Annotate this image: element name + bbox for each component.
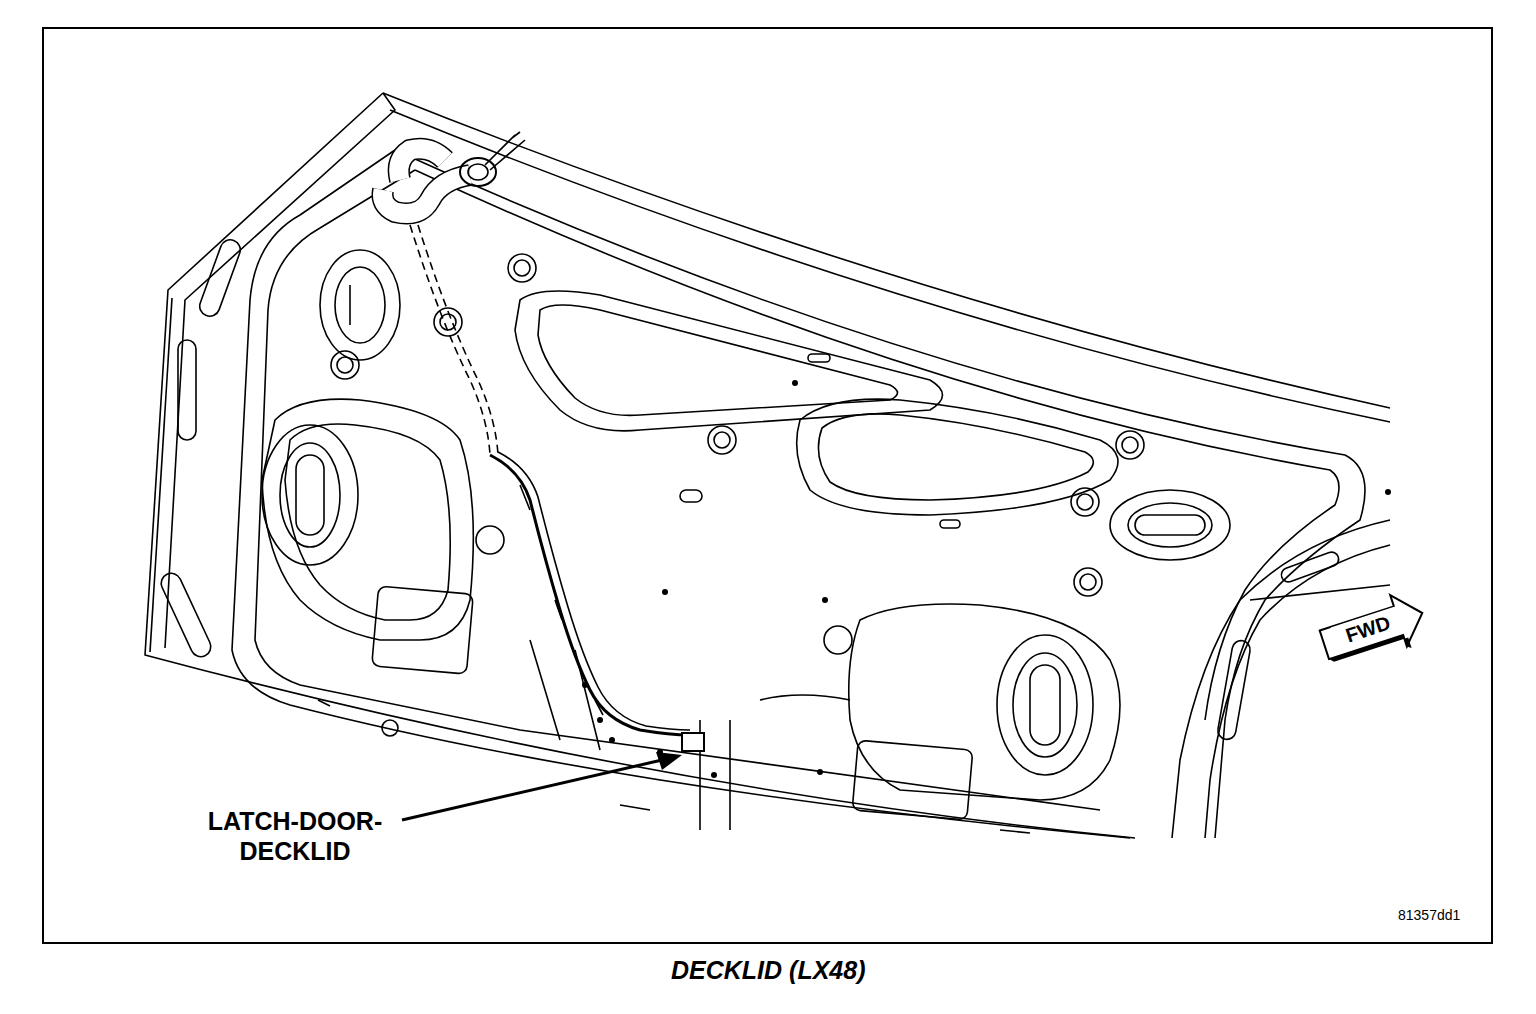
direction-label: FWD (1331, 606, 1406, 652)
small-holes (582, 380, 1391, 778)
decklid-outline (145, 93, 1390, 838)
wire-harness (383, 132, 705, 751)
leader-arrow (402, 752, 682, 820)
figure-frame (43, 28, 1492, 943)
forward-arrow (1316, 587, 1432, 673)
figure-caption: DECKLID (LX48) (671, 955, 865, 985)
part-label: LATCH-DOOR- DECKLID (195, 806, 395, 866)
figure-id: 81357dd1 (1398, 906, 1460, 924)
